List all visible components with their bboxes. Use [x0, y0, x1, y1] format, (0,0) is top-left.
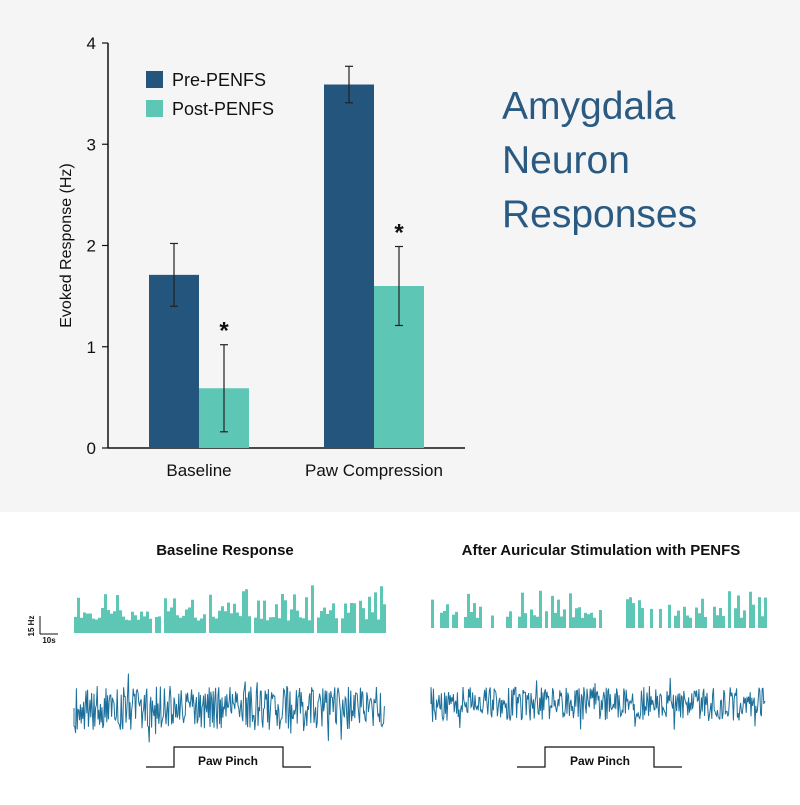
penfs-paw-pinch-label: Paw Pinch [570, 754, 630, 768]
legend-swatch [146, 100, 163, 117]
headline-line-3: Responses [502, 193, 698, 236]
y-tick-label: 2 [87, 237, 96, 256]
scale-bar-x-label: 10s [42, 636, 56, 645]
legend-label: Pre-PENFS [172, 70, 266, 90]
x-category-label: Baseline [166, 461, 231, 480]
recordings-panel: Baseline Response After Auricular Stimul… [0, 512, 800, 800]
scale-bar: 15 Hz 10s [27, 616, 58, 645]
baseline-panel-title: Baseline Response [156, 542, 294, 559]
y-axis-label: Evoked Response (Hz) [58, 163, 75, 328]
y-tick-label: 1 [87, 338, 96, 357]
y-tick-label: 4 [87, 34, 96, 53]
penfs-paw-pinch-marker [517, 746, 682, 768]
bar [324, 84, 374, 448]
baseline-paw-pinch-marker [146, 746, 311, 768]
headline-line-2: Neuron [502, 139, 630, 182]
headline: Amygdala Neuron Responses [502, 80, 792, 242]
x-category-label: Paw Compression [305, 461, 443, 480]
y-tick-label: 0 [87, 439, 96, 458]
penfs-panel-title: After Auricular Stimulation with PENFS [462, 542, 741, 559]
penfs-rate-histogram [431, 590, 767, 628]
legend-swatch [146, 71, 163, 88]
significance-marker: * [394, 220, 404, 247]
headline-line-1: Amygdala [502, 85, 676, 128]
histogram-bins [74, 585, 386, 633]
y-tick-label: 3 [87, 135, 96, 154]
penfs-raw-trace [430, 677, 766, 730]
scale-bar-y-label: 15 Hz [27, 616, 36, 637]
baseline-raw-trace [73, 673, 385, 743]
recording-traces: Baseline Response After Auricular Stimul… [27, 542, 767, 768]
legend-label: Post-PENFS [172, 99, 274, 119]
baseline-rate-histogram [74, 585, 386, 633]
histogram-bins [431, 590, 767, 628]
baseline-paw-pinch-label: Paw Pinch [198, 754, 258, 768]
significance-marker: * [219, 318, 229, 345]
